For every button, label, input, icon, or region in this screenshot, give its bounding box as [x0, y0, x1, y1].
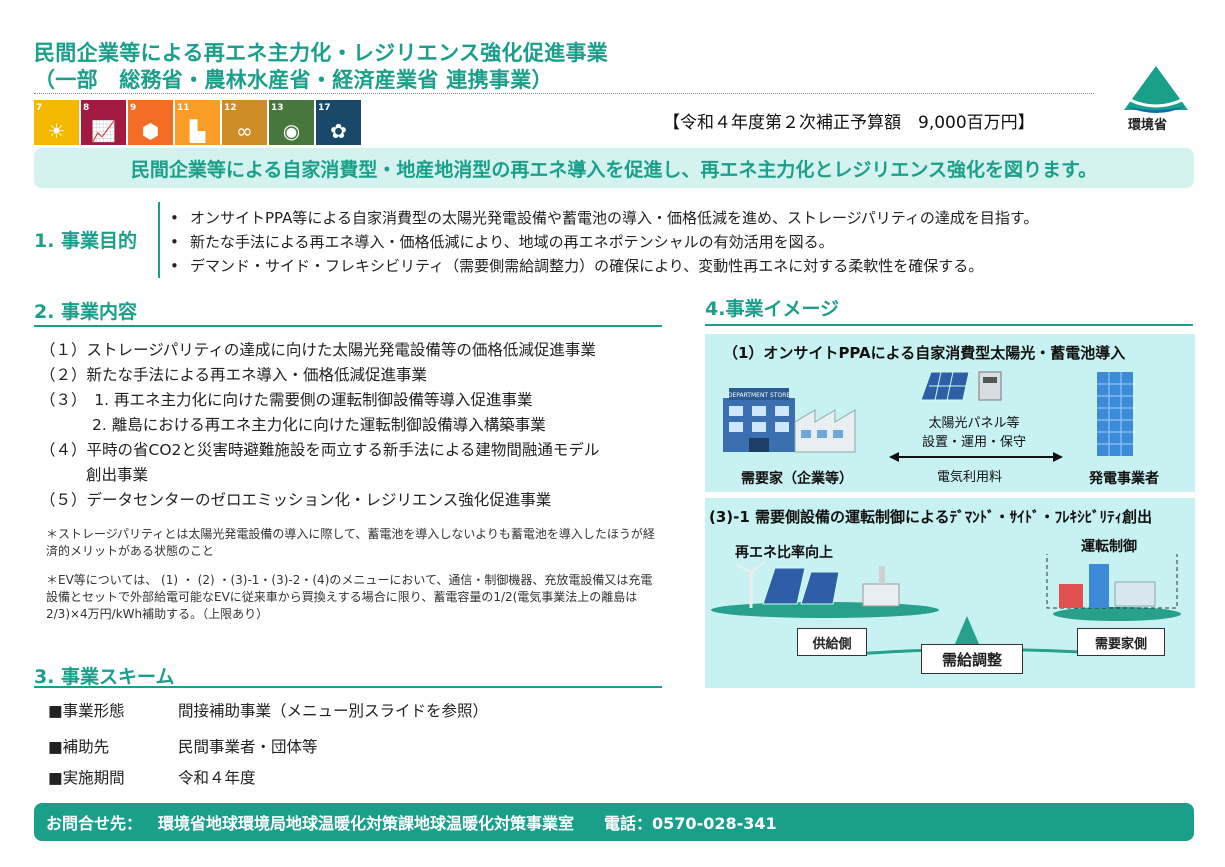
content-item: （３） 1. 再エネ主力化に向けた需要側の運転制御設備等導入促進事業 [40, 391, 533, 409]
fee-label: 電気利用料 [937, 470, 1003, 485]
budget-label: 【令和４年度第２次補正予算額 9,000百万円】 [663, 113, 1035, 133]
department-store-icon: DEPARTMENT STORE [723, 388, 795, 452]
scheme-value: 令和４年度 [178, 769, 256, 787]
sdg-goal-tile: 11 ▙ [175, 100, 220, 145]
content-item: 創出事業 [86, 466, 149, 484]
box2-title: (3)-1 需要側設備の運転制御によるﾃﾞﾏﾝﾄﾞ・ｻｲﾄﾞ・ﾌﾚｷｼﾋﾞﾘﾃｨ… [709, 508, 1153, 526]
supply-demand-scale-icon [711, 554, 1181, 656]
purpose-item: オンサイトPPA等による自家消費型の太陽光発電設備や蓄電池の導入・価格低減を進め… [170, 206, 1038, 230]
partnership-icon: ✿ [330, 119, 347, 143]
content-item: （４）平時の省CO2と災害時避難施設を両立する新手法による建物間融通モデル [40, 441, 600, 459]
panel-label: 太陽光パネル等 設置・運用・保守 [919, 412, 1029, 450]
re-ratio-label: 再エネ比率向上 [735, 545, 833, 561]
panel-label-line1: 太陽光パネル等 [928, 416, 1020, 431]
summary-banner: 民間企業等による自家消費型・地産地消型の再エネ導入を促進し、再エネ主力化とレジリ… [34, 148, 1194, 188]
generator-label: 発電事業者 [1089, 471, 1159, 487]
double-arrow-icon [889, 452, 1063, 462]
note-ev: ＊EV等については、 (1) ・ (2) ・(3)-1・(3)-2・(4)のメニ… [46, 573, 653, 621]
content-list: （１）ストレージパリティの達成に向けた太陽光発電設備等の価格低減促進事業 （２）… [40, 338, 599, 513]
factory-icon [794, 409, 856, 453]
ministry-name: 環境省 [1128, 118, 1168, 133]
sdg-goal-number: 12 [224, 103, 237, 113]
scheme-row: ■事業形態 間接補助事業（メニュー別スライドを参照） [48, 699, 488, 721]
purpose-heading: 1. 事業目的 [34, 230, 138, 252]
balance-box: 需給調整 [921, 644, 1023, 674]
sdg-goal-tile: 17 ✿ [316, 100, 361, 145]
content-item: （５）データセンターのゼロエミッション化・レジリエンス強化促進事業 [40, 491, 552, 509]
content-item: （２）新たな手法による再エネ導入・価格低減促進事業 [40, 366, 428, 384]
title-line2: （一部 総務省・農林水産省・経済産業省 連携事業） [34, 68, 553, 92]
contact-dept: 環境省地球環境局地球温暖化対策課地球温暖化対策事業室 [158, 814, 575, 833]
sdg-goal-tile: 13 ◉ [269, 100, 314, 145]
sun-icon: ☀ [47, 119, 66, 143]
city-buildings-icon: ▙ [189, 119, 206, 143]
contact-label: お問合せ先： [46, 814, 143, 833]
scheme-row: ■補助先 民間事業者・団体等 [48, 735, 318, 757]
solar-battery-icon [920, 371, 1002, 401]
note-storage-parity: ＊ストレージパリティとは太陽光発電設備の導入に際して、蓄電池を導入しないよりも蓄… [46, 527, 655, 558]
page-title: 民間企業等による再エネ主力化・レジリエンス強化促進事業 （一部 総務省・農林水産… [34, 40, 608, 94]
scheme-value: 民間事業者・団体等 [178, 738, 318, 756]
title-divider [34, 93, 1094, 94]
control-label: 運転制御 [1081, 539, 1137, 555]
demand-side-box: 需要家側 [1077, 628, 1165, 656]
box1-title: （1）オンサイトPPAによる自家消費型太陽光・蓄電池導入 [723, 344, 1126, 362]
industry-cubes-icon: ⬢ [141, 119, 160, 143]
content-rule [34, 325, 662, 327]
demand-label: 需要家（企業等） [741, 471, 853, 487]
sdg-goal-number: 17 [318, 103, 331, 113]
scheme-value: 間接補助事業（メニュー別スライドを参照） [178, 702, 489, 720]
content-heading: 2. 事業内容 [34, 301, 138, 323]
sdg-goal-number: 11 [177, 103, 190, 113]
contact-bar: お問合せ先： 環境省地球環境局地球温暖化対策課地球温暖化対策事業室 電話：057… [34, 803, 1194, 841]
purpose-divider [158, 202, 160, 278]
sdg-goal-number: 8 [83, 103, 90, 113]
scheme-rule [34, 686, 662, 688]
content-item: 2. 離島における再エネ主力化に向けた運転制御設備導入構築事業 [92, 416, 546, 434]
ministry-logo-icon [1124, 66, 1188, 113]
purpose-list: オンサイトPPA等による自家消費型の太陽光発電設備や蓄電池の導入・価格低減を進め… [170, 206, 1038, 278]
content-item: （１）ストレージパリティの達成に向けた太陽光発電設備等の価格低減促進事業 [40, 341, 596, 359]
title-line1: 民間企業等による再エネ主力化・レジリエンス強化促進事業 [34, 41, 609, 65]
sdg-goal-number: 13 [271, 103, 284, 113]
image-heading: 4.事業イメージ [705, 298, 840, 320]
contact-phone: 電話：0570-028-341 [604, 814, 777, 833]
scheme-heading: 3. 事業スキーム [34, 666, 175, 688]
image-box-ppa: （1）オンサイトPPAによる自家消費型太陽光・蓄電池導入 DEPARTMENT … [705, 334, 1195, 492]
image-box-dsf: (3)-1 需要側設備の運転制御によるﾃﾞﾏﾝﾄﾞ・ｻｲﾄﾞ・ﾌﾚｷｼﾋﾞﾘﾃｨ… [705, 498, 1195, 688]
store-sign-text: DEPARTMENT STORE [728, 392, 791, 399]
infinity-icon: ∞ [236, 119, 253, 143]
sdg-goal-number: 7 [36, 103, 43, 113]
office-tower-icon [1097, 372, 1133, 456]
purpose-item: 新たな手法による再エネ導入・価格低減により、地域の再エネポテンシャルの有効活用を… [170, 230, 1038, 254]
supply-side-box: 供給側 [797, 628, 867, 656]
scheme-key: ■補助先 [48, 738, 110, 756]
sdg-goal-number: 9 [130, 103, 137, 113]
sdgs-icons: 7☀8📈9⬢11▙12∞13◉17✿ [34, 100, 361, 145]
purpose-item: デマンド・サイド・フレキシビリティ（需要側需給調整力）の確保により、変動性再エネ… [170, 254, 1038, 278]
sdg-goal-tile: 9⬢ [128, 100, 173, 145]
sdg-goal-tile: 12 ∞ [222, 100, 267, 145]
panel-label-line2: 設置・運用・保守 [921, 435, 1026, 450]
image-rule [705, 324, 1193, 326]
sdg-goal-tile: 8📈 [81, 100, 126, 145]
scheme-key: ■実施期間 [48, 769, 125, 787]
growth-chart-icon: 📈 [91, 119, 116, 143]
scheme-row: ■実施期間 令和４年度 [48, 766, 256, 788]
sdg-goal-tile: 7☀ [34, 100, 79, 145]
eye-globe-icon: ◉ [282, 119, 301, 143]
scheme-key: ■事業形態 [48, 702, 125, 720]
